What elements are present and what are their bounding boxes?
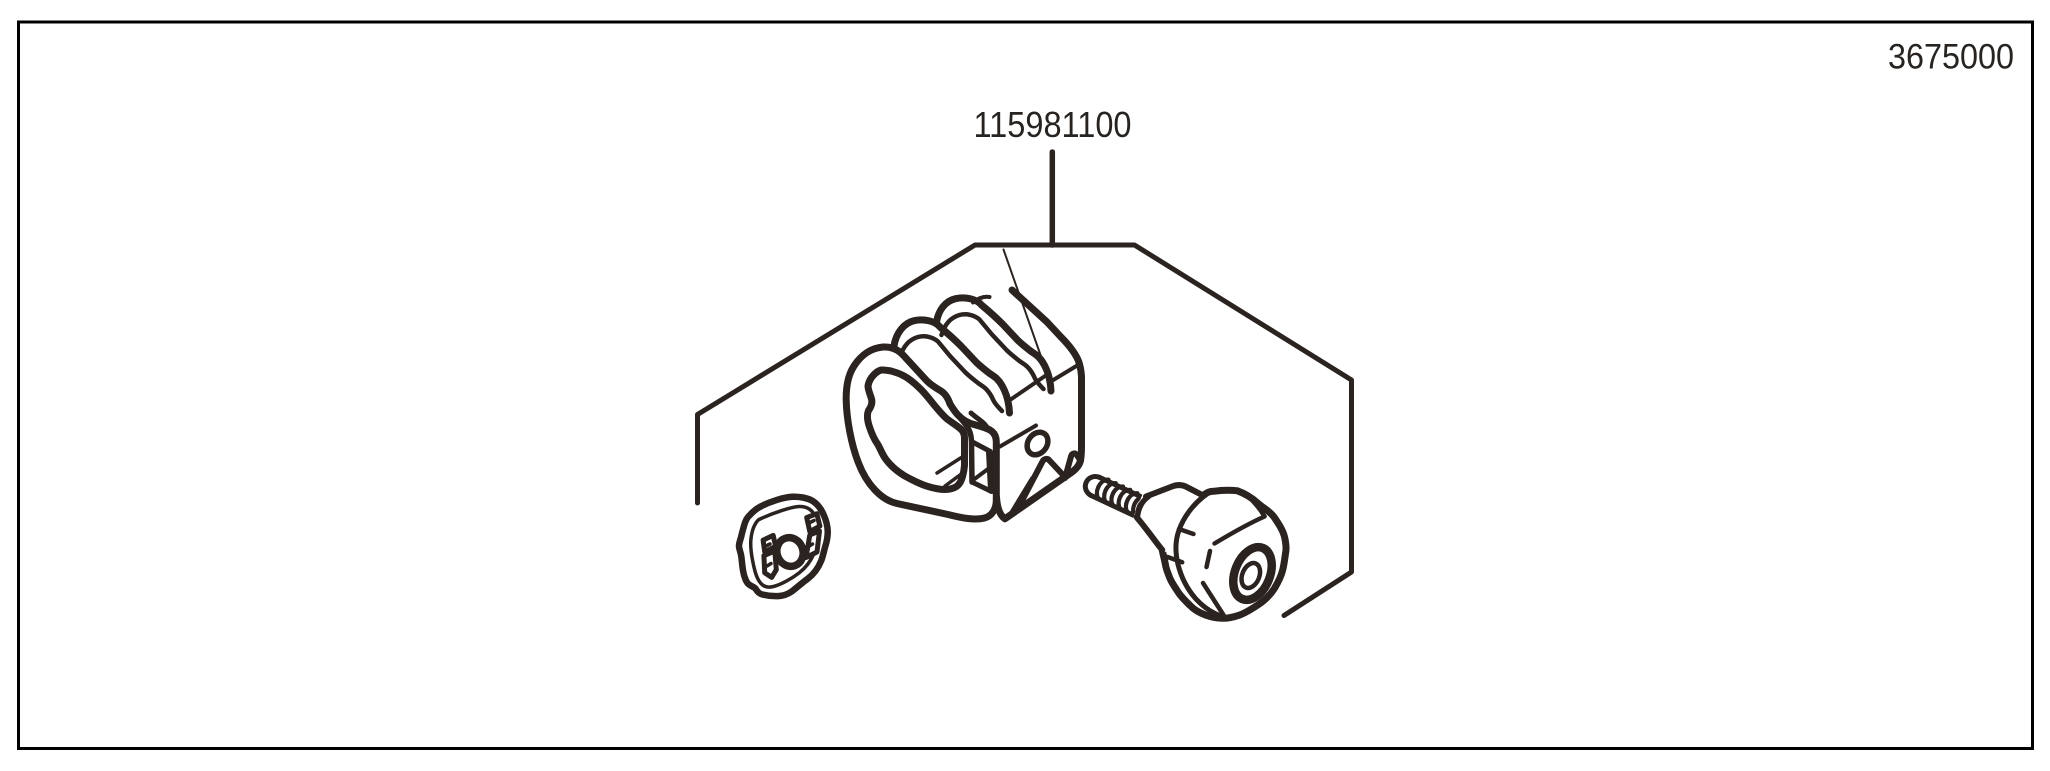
svg-text:3675000: 3675000: [1888, 38, 2014, 77]
svg-text:115981100: 115981100: [974, 104, 1132, 145]
